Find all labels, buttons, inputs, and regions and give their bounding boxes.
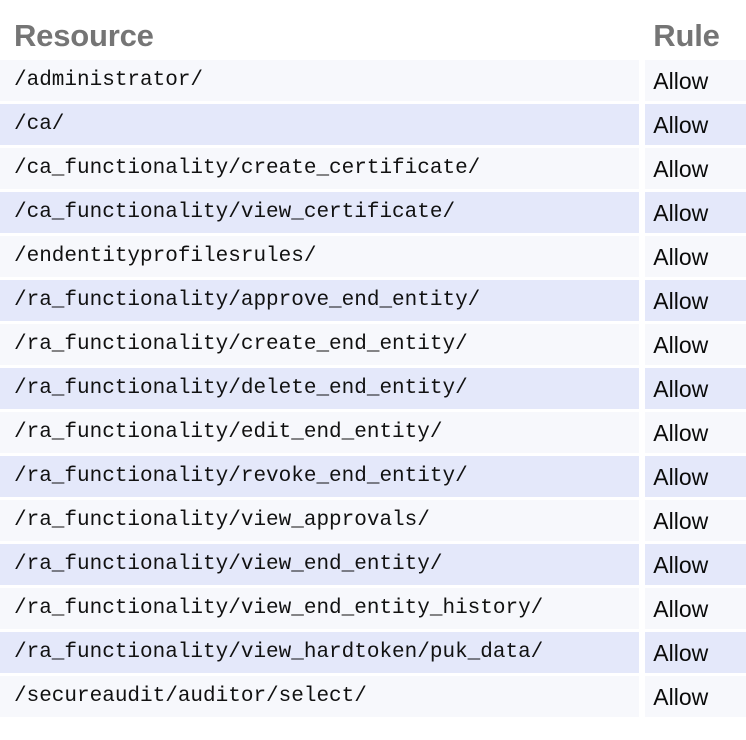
rule-value-text: Allow xyxy=(653,67,709,94)
resource-path-text: /endentityprofilesrules/ xyxy=(14,244,317,268)
cell-column-gap xyxy=(639,588,646,632)
rule-value-text: Allow xyxy=(653,111,709,138)
cell-column-gap xyxy=(639,236,646,280)
table-row: /ra_functionality/delete_end_entity/Allo… xyxy=(0,368,746,412)
access-rules-table: Resource Rule /administrator/Allow/ca/Al… xyxy=(0,0,746,717)
cell-column-gap xyxy=(639,192,646,236)
resource-path-text: /ra_functionality/view_approvals/ xyxy=(14,508,430,532)
cell-resource: /ra_functionality/view_hardtoken/puk_dat… xyxy=(0,632,640,676)
cell-rule: Allow xyxy=(645,588,746,632)
cell-resource: /ca_functionality/create_certificate/ xyxy=(0,148,640,192)
rule-value-text: Allow xyxy=(653,243,709,270)
resource-path-text: /ca_functionality/view_certificate/ xyxy=(14,200,456,224)
cell-resource: /ra_functionality/edit_end_entity/ xyxy=(0,412,640,456)
rule-value-text: Allow xyxy=(653,419,709,446)
cell-column-gap xyxy=(639,368,646,412)
cell-resource: /ca_functionality/view_certificate/ xyxy=(0,192,640,236)
resource-path-text: /administrator/ xyxy=(14,68,204,92)
rule-value-text: Allow xyxy=(653,507,709,534)
resource-path-text: /ra_functionality/revoke_end_entity/ xyxy=(14,464,468,488)
cell-rule: Allow xyxy=(645,632,746,676)
rule-value-text: Allow xyxy=(653,551,709,578)
cell-rule: Allow xyxy=(645,104,746,148)
cell-rule: Allow xyxy=(645,236,746,280)
cell-resource: /administrator/ xyxy=(0,60,640,104)
rule-value-text: Allow xyxy=(653,331,709,358)
cell-rule: Allow xyxy=(645,368,746,412)
table-row: /ra_functionality/view_end_entity/Allow xyxy=(0,544,746,588)
cell-column-gap xyxy=(639,104,646,148)
cell-column-gap xyxy=(639,148,646,192)
table-row: /ra_functionality/view_end_entity_histor… xyxy=(0,588,746,632)
cell-rule: Allow xyxy=(645,456,746,500)
table-row: /endentityprofilesrules/Allow xyxy=(0,236,746,280)
column-header-rule-label: Rule xyxy=(653,18,720,53)
table-row: /ra_functionality/create_end_entity/Allo… xyxy=(0,324,746,368)
rule-value-text: Allow xyxy=(653,683,709,710)
resource-path-text: /ra_functionality/approve_end_entity/ xyxy=(14,288,481,312)
cell-rule: Allow xyxy=(645,192,746,236)
cell-rule: Allow xyxy=(645,148,746,192)
table-row: /ca_functionality/view_certificate/Allow xyxy=(0,192,746,236)
resource-path-text: /ra_functionality/create_end_entity/ xyxy=(14,332,468,356)
resource-path-text: /ra_functionality/edit_end_entity/ xyxy=(14,420,443,444)
column-header-resource: Resource xyxy=(0,0,640,60)
table-row: /ra_functionality/approve_end_entity/All… xyxy=(0,280,746,324)
table-header-row: Resource Rule xyxy=(0,0,746,60)
cell-resource: /ra_functionality/approve_end_entity/ xyxy=(0,280,640,324)
cell-column-gap xyxy=(639,324,646,368)
column-header-gap xyxy=(639,0,646,60)
cell-resource: /ra_functionality/view_end_entity_histor… xyxy=(0,588,640,632)
table-row: /secureaudit/auditor/select/Allow xyxy=(0,676,746,717)
rule-value-text: Allow xyxy=(653,287,709,314)
cell-resource: /ra_functionality/view_end_entity/ xyxy=(0,544,640,588)
resource-path-text: /ca_functionality/create_certificate/ xyxy=(14,156,481,180)
table-row: /ra_functionality/view_hardtoken/puk_dat… xyxy=(0,632,746,676)
table-row: /ra_functionality/revoke_end_entity/Allo… xyxy=(0,456,746,500)
rule-value-text: Allow xyxy=(653,595,709,622)
cell-rule: Allow xyxy=(645,60,746,104)
cell-column-gap xyxy=(639,676,646,717)
cell-resource: /secureaudit/auditor/select/ xyxy=(0,676,640,717)
rule-value-text: Allow xyxy=(653,463,709,490)
cell-column-gap xyxy=(639,280,646,324)
cell-rule: Allow xyxy=(645,544,746,588)
resource-path-text: /ra_functionality/view_hardtoken/puk_dat… xyxy=(14,640,544,664)
rule-value-text: Allow xyxy=(653,199,709,226)
cell-rule: Allow xyxy=(645,500,746,544)
resource-path-text: /ra_functionality/view_end_entity/ xyxy=(14,552,443,576)
cell-column-gap xyxy=(639,632,646,676)
resource-path-text: /ca/ xyxy=(14,112,65,136)
cell-rule: Allow xyxy=(645,280,746,324)
cell-column-gap xyxy=(639,60,646,104)
resource-path-text: /secureaudit/auditor/select/ xyxy=(14,684,367,708)
cell-column-gap xyxy=(639,500,646,544)
cell-rule: Allow xyxy=(645,676,746,717)
cell-rule: Allow xyxy=(645,412,746,456)
table-header: Resource Rule xyxy=(0,0,746,60)
cell-column-gap xyxy=(639,412,646,456)
cell-resource: /ra_functionality/delete_end_entity/ xyxy=(0,368,640,412)
cell-resource: /ra_functionality/view_approvals/ xyxy=(0,500,640,544)
table-body: /administrator/Allow/ca/Allow/ca_functio… xyxy=(0,60,746,717)
cell-resource: /ra_functionality/revoke_end_entity/ xyxy=(0,456,640,500)
cell-resource: /ca/ xyxy=(0,104,640,148)
rule-value-text: Allow xyxy=(653,639,709,666)
rule-value-text: Allow xyxy=(653,375,709,402)
table-row: /ca/Allow xyxy=(0,104,746,148)
resource-path-text: /ra_functionality/delete_end_entity/ xyxy=(14,376,468,400)
column-header-resource-label: Resource xyxy=(14,18,154,53)
column-header-rule: Rule xyxy=(645,0,746,60)
cell-column-gap xyxy=(639,456,646,500)
table-row: /ca_functionality/create_certificate/All… xyxy=(0,148,746,192)
table-row: /ra_functionality/edit_end_entity/Allow xyxy=(0,412,746,456)
cell-rule: Allow xyxy=(645,324,746,368)
cell-column-gap xyxy=(639,544,646,588)
table-row: /ra_functionality/view_approvals/Allow xyxy=(0,500,746,544)
table-row: /administrator/Allow xyxy=(0,60,746,104)
resource-path-text: /ra_functionality/view_end_entity_histor… xyxy=(14,596,544,620)
rule-value-text: Allow xyxy=(653,155,709,182)
cell-resource: /ra_functionality/create_end_entity/ xyxy=(0,324,640,368)
cell-resource: /endentityprofilesrules/ xyxy=(0,236,640,280)
